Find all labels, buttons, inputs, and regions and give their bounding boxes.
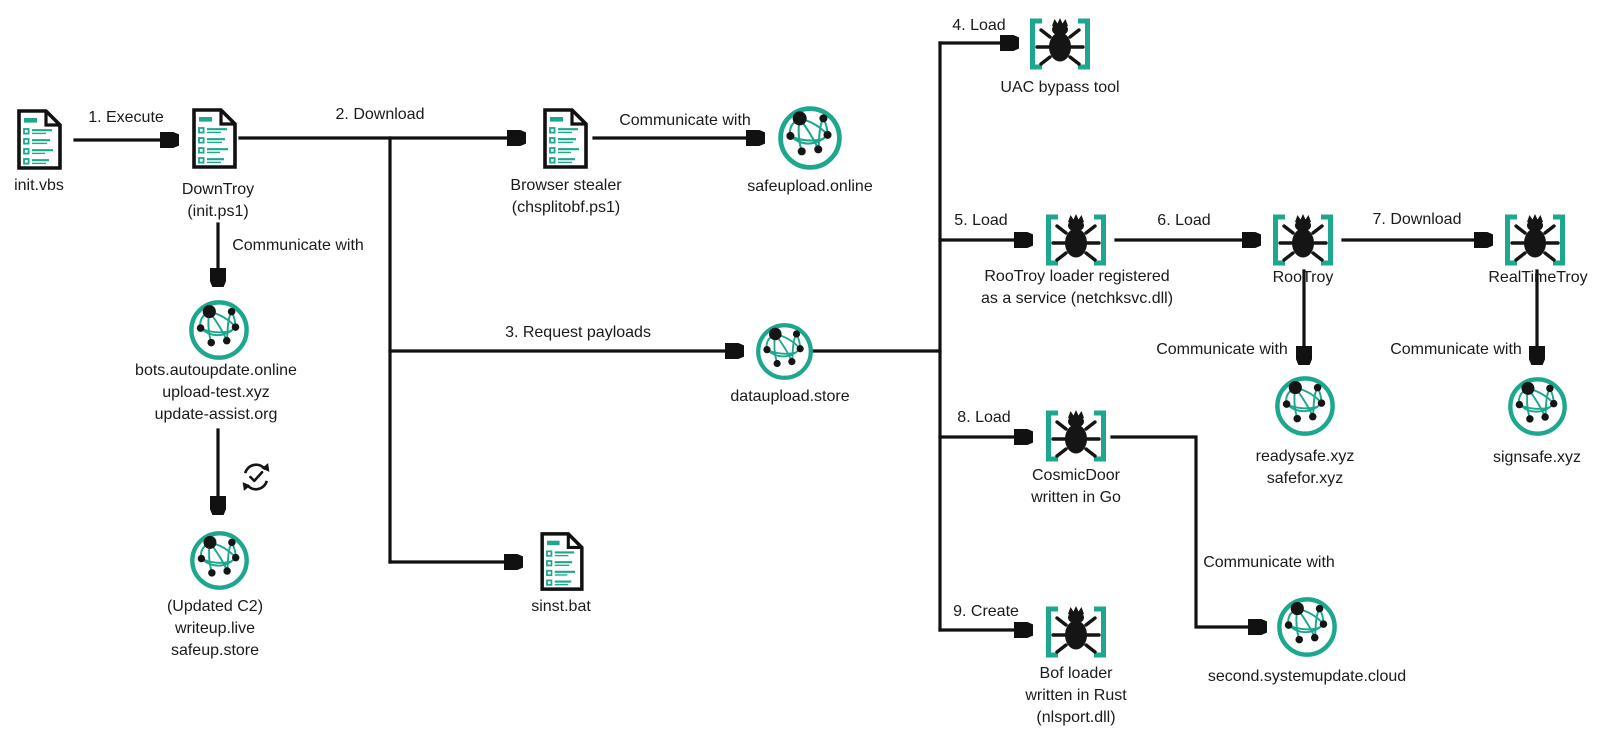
bug-brackets-icon [1043, 212, 1109, 268]
label-line: CosmicDoor [1031, 467, 1120, 484]
bug-brackets-icon [1043, 604, 1109, 660]
label-line: readysafe.xyz [1255, 448, 1355, 465]
node-label-updated-c2: (Updated C2) writeup.live safeup.store [167, 596, 263, 662]
edge-label-5-load: 5. Load [954, 212, 1008, 229]
globe-network-icon [1276, 596, 1338, 658]
edge-label-6-load: 6. Load [1157, 212, 1211, 229]
document-icon [191, 107, 238, 170]
node-label-safeupload: safeupload.online [747, 178, 873, 195]
node-label-readysafe: readysafe.xyz safefor.xyz [1256, 446, 1355, 490]
globe-network-icon [1507, 376, 1568, 437]
edge-label-communicate-browser: Communicate with [619, 112, 751, 129]
label-line: written in Rust [1025, 687, 1127, 704]
bug-brackets-icon [1270, 212, 1336, 268]
label-line: (init.ps1) [187, 203, 249, 220]
globe-network-icon [777, 105, 843, 171]
edge-label-4-load: 4. Load [952, 17, 1006, 34]
edge-label-7-download: 7. Download [1372, 211, 1462, 228]
label-line: bots.autoupdate.online [135, 362, 297, 379]
node-label-realtimetroy: RealTimeTroy [1488, 269, 1588, 286]
edge-label-communicate-realtimetroy: Communicate with [1390, 341, 1522, 358]
edge-label-1-execute: 1. Execute [88, 109, 164, 126]
label-line: RooTroy loader registered [984, 268, 1170, 285]
node-label-uac-tool: UAC bypass tool [1000, 79, 1120, 96]
bug-brackets-icon [1027, 16, 1093, 72]
bug-brackets-icon [1043, 408, 1109, 464]
label-line: Browser stealer [510, 177, 622, 194]
label-line: (chsplitobf.ps1) [511, 199, 621, 216]
label-line: update-assist.org [154, 406, 278, 423]
globe-network-icon [188, 299, 250, 361]
globe-network-icon [1274, 375, 1336, 437]
edge-cosmicdoor-communicate-arrow [1110, 435, 1264, 627]
node-label-c2-list: bots.autoupdate.online upload-test.xyz u… [135, 360, 297, 426]
label-line: Bof loader [1039, 665, 1113, 682]
node-label-rootroy: RooTroy [1272, 269, 1334, 286]
edge-label-9-create: 9. Create [953, 603, 1019, 620]
document-icon [542, 107, 589, 170]
label-line: written in Go [1031, 489, 1121, 506]
label-line: (nlsport.dll) [1036, 709, 1116, 726]
sync-check-icon [237, 458, 275, 496]
label-line: safeup.store [170, 642, 260, 659]
edge-label-communicate-downtroy: Communicate with [232, 237, 364, 254]
label-line: DownTroy [181, 181, 255, 198]
edge-label-8-load: 8. Load [957, 409, 1011, 426]
bug-brackets-icon [1502, 212, 1568, 268]
label-line: upload-test.xyz [162, 384, 270, 401]
edge-label-2-download: 2. Download [335, 106, 425, 123]
edge-label-communicate-cosmicdoor: Communicate with [1203, 554, 1335, 571]
edge-label-communicate-rootroy: Communicate with [1156, 341, 1288, 358]
node-label-second-c2: second.systemupdate.cloud [1207, 668, 1407, 685]
node-label-browser-stealer: Browser stealer (chsplitobf.ps1) [510, 175, 621, 219]
node-label-rootroy-loader: RooTroy loader registered as a service (… [981, 266, 1173, 310]
node-label-sinst: sinst.bat [531, 598, 591, 615]
node-label-dataupload: dataupload.store [730, 388, 850, 405]
label-line: as a service (netchksvc.dll) [980, 290, 1174, 307]
globe-network-icon [755, 322, 814, 381]
globe-network-icon [189, 530, 250, 591]
document-icon [539, 531, 585, 592]
edge-label-3-request-payloads: 3. Request payloads [505, 324, 651, 341]
document-icon [16, 108, 63, 171]
node-label-cosmicdoor: CosmicDoor written in Go [1031, 465, 1121, 509]
node-label-bof-loader: Bof loader written in Rust (nlsport.dll) [1025, 663, 1126, 729]
node-label-init-vbs: init.vbs [14, 177, 64, 194]
label-line: (Updated C2) [166, 598, 264, 615]
node-label-downtroy: DownTroy (init.ps1) [182, 179, 254, 223]
label-line: writeup.live [174, 620, 256, 637]
node-label-signsafe: signsafe.xyz [1492, 449, 1582, 466]
label-line: safefor.xyz [1266, 470, 1344, 487]
